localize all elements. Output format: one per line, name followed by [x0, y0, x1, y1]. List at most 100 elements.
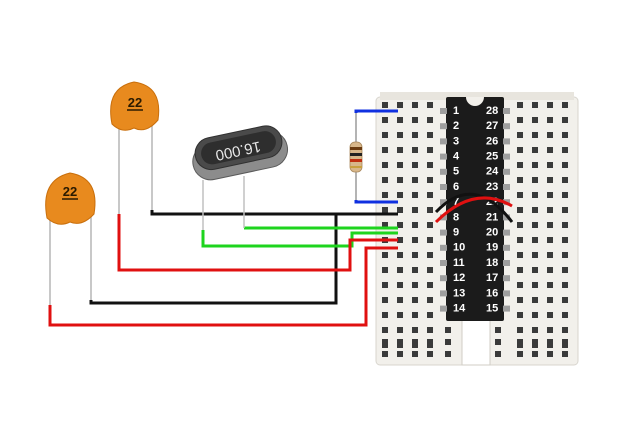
breadboard-hole [397, 312, 403, 318]
breadboard-hole [397, 222, 403, 228]
breadboard-hole [562, 339, 568, 345]
breadboard-hole [517, 351, 523, 357]
breadboard-hole [412, 351, 418, 357]
chip-body [446, 97, 504, 321]
resistor-band-2 [350, 153, 362, 156]
chip-pin-label-left: 12 [453, 272, 465, 284]
breadboard-hole [562, 267, 568, 273]
breadboard-hole [517, 102, 523, 108]
chip-pin-right [503, 229, 510, 236]
breadboard-hole [427, 207, 433, 213]
breadboard-hole [427, 117, 433, 123]
breadboard-hole [532, 312, 538, 318]
wire-black-arch [434, 192, 514, 223]
breadboard-hole [532, 237, 538, 243]
breadboard-hole [562, 117, 568, 123]
chip-pin-label-left: 13 [453, 287, 465, 299]
breadboard-hole [427, 327, 433, 333]
wire-red-bottom [48, 246, 398, 327]
chip-pin-label-left: 9 [453, 227, 459, 239]
breadboard-hole [495, 351, 501, 357]
chip-pin-left [440, 123, 447, 130]
chip-pin-right [503, 275, 510, 282]
breadboard-hole [547, 237, 553, 243]
breadboard-hole [517, 192, 523, 198]
chip-pin-right [503, 168, 510, 175]
chip-pin-label-left: 6 [453, 181, 459, 193]
breadboard-hole [517, 282, 523, 288]
breadboard-hole [532, 327, 538, 333]
chip-pin-left [440, 168, 447, 175]
breadboard-hole [427, 222, 433, 228]
breadboard-hole [397, 177, 403, 183]
breadboard-hole [562, 222, 568, 228]
breadboard-hole [547, 102, 553, 108]
breadboard-hole [427, 282, 433, 288]
breadboard-hole [562, 312, 568, 318]
breadboard-hole [382, 207, 388, 213]
chip-pin-label-right: 16 [486, 287, 498, 299]
breadboard-hole [517, 207, 523, 213]
breadboard-hole [427, 339, 433, 345]
chip-pin-label-left: 1 [453, 105, 459, 117]
breadboard-hole [445, 327, 451, 333]
chip-pin-right [503, 108, 510, 114]
wire-black-bottom [89, 214, 338, 305]
breadboard-hole [427, 252, 433, 258]
breadboard-hole [547, 312, 553, 318]
chip-pin-label-right: 21 [486, 211, 498, 223]
breadboard-hole [445, 351, 451, 357]
breadboard-hole [382, 351, 388, 357]
chip-pin-left [440, 214, 447, 221]
wire-blue-top [354, 109, 398, 113]
breadboard-hole [547, 132, 553, 138]
breadboard-hole [397, 117, 403, 123]
capacitor-top-label: 22 [128, 95, 142, 110]
breadboard-hole [397, 339, 403, 345]
breadboard-hole [562, 132, 568, 138]
chip-pin-label-right: 20 [486, 227, 498, 239]
chip-pin-right [503, 153, 510, 160]
chip-pin-right [503, 244, 510, 251]
breadboard-hole [517, 297, 523, 303]
chip-pin-label-right: 18 [486, 257, 498, 269]
breadboard-hole [382, 297, 388, 303]
crystal-face [201, 131, 276, 165]
breadboard-hole [427, 177, 433, 183]
breadboard-hole [547, 222, 553, 228]
breadboard-hole [382, 252, 388, 258]
capacitor-bottom: 22 [45, 172, 96, 305]
breadboard-hole [547, 267, 553, 273]
breadboard-hole [532, 177, 538, 183]
breadboard-hole [397, 282, 403, 288]
breadboard-hole [532, 102, 538, 108]
breadboard-hole [412, 207, 418, 213]
breadboard-hole [382, 162, 388, 168]
breadboard-hole [532, 267, 538, 273]
chip-pin-right [503, 138, 510, 145]
chip-pin-label-right: 27 [486, 120, 498, 132]
breadboard-hole [532, 207, 538, 213]
breadboard-hole [412, 132, 418, 138]
breadboard-hole [532, 351, 538, 357]
breadboard-hole [382, 192, 388, 198]
breadboard-hole [412, 237, 418, 243]
breadboard-hole [517, 132, 523, 138]
breadboard-top-edge [380, 92, 574, 100]
breadboard-hole [547, 339, 553, 345]
chip-pin-left [440, 199, 447, 206]
breadboard-hole [547, 282, 553, 288]
chip-pin-label-right: 28 [486, 105, 498, 117]
breadboard-hole [532, 252, 538, 258]
breadboard-hole [562, 252, 568, 258]
breadboard-hole [562, 207, 568, 213]
breadboard-hole [562, 327, 568, 333]
breadboard-hole [562, 162, 568, 168]
breadboard-hole [397, 207, 403, 213]
breadboard-hole [547, 192, 553, 198]
breadboard-hole [412, 162, 418, 168]
breadboard-hole [562, 237, 568, 243]
chip-pin-label-left: 8 [453, 211, 459, 223]
